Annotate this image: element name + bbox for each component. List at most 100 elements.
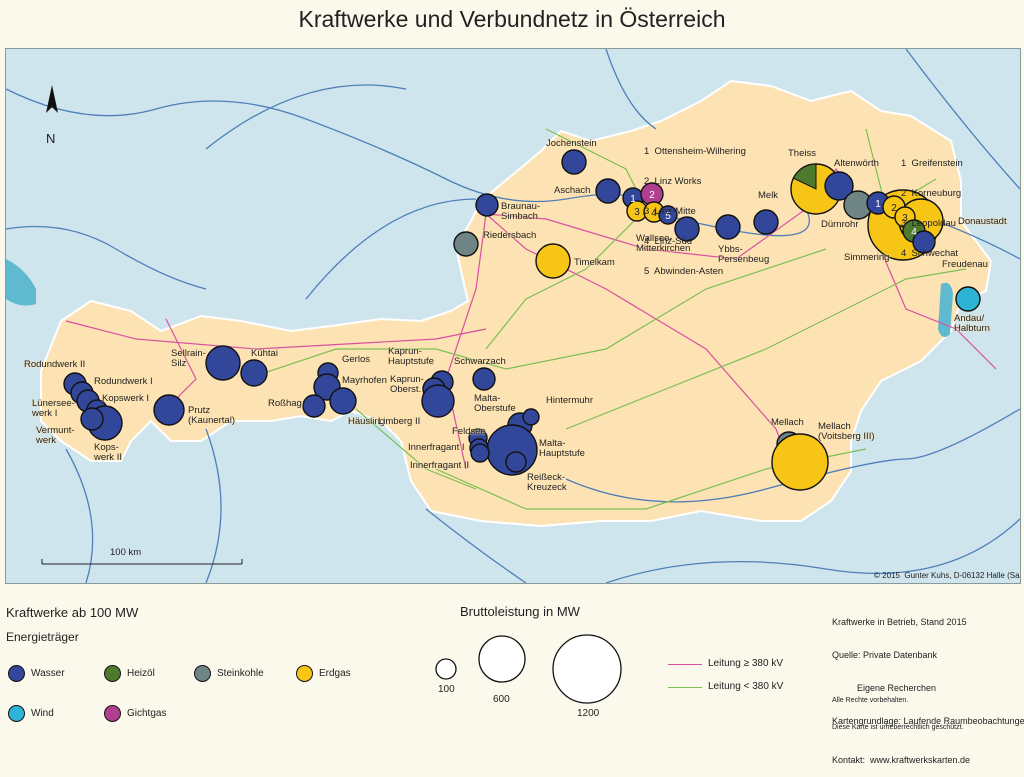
plant-marker[interactable]	[472, 367, 496, 391]
plant-marker[interactable]	[475, 193, 499, 217]
plant-marker[interactable]	[240, 359, 268, 387]
plant-marker[interactable]	[955, 286, 981, 312]
legend-swatch-3	[296, 665, 313, 682]
plant-label: Ybbs- Persenbeug	[718, 244, 770, 265]
plant-label: Schwarzach	[454, 356, 506, 367]
size-label-1200: 1200	[577, 708, 600, 719]
plant-marker[interactable]	[421, 384, 455, 418]
info-contact: Kontakt: www.kraftwerkskarten.de	[832, 755, 971, 765]
plant-marker[interactable]	[753, 209, 779, 235]
legend-swatch-1	[104, 665, 121, 682]
size-label-100: 100	[438, 684, 455, 695]
plant-marker[interactable]	[535, 243, 571, 279]
plant-marker[interactable]	[522, 408, 540, 426]
plant-marker[interactable]	[80, 407, 104, 431]
plant-label: Altenwörth	[834, 158, 879, 169]
list-item: 4 Linz-Süd	[644, 236, 693, 247]
plant-marker[interactable]	[453, 231, 479, 257]
plant-label: Riedersbach	[483, 230, 537, 241]
info-source: Quelle: Private Datenbank	[832, 650, 938, 660]
plant-label: Häusling	[348, 416, 385, 427]
plant-marker[interactable]	[505, 451, 527, 473]
info-basemap: Kartengrundlage: Laufende Raumbeobachtun…	[832, 716, 1024, 726]
list-item: 5 Abwinden-Asten	[644, 266, 724, 277]
line-380-swatch	[668, 664, 702, 666]
line-380-label: Leitung ≥ 380 kV	[708, 658, 783, 669]
list-item: 3 Leopoldau	[901, 218, 956, 229]
rivers	[6, 49, 1020, 583]
plant-label: Lünersee- werk I	[32, 398, 75, 419]
plant-label: Roßhag	[268, 398, 302, 409]
plant-marker[interactable]	[329, 387, 357, 415]
plant-marker[interactable]	[771, 433, 829, 491]
copyright: © 2015 Gunter Kuhs, D-06132 Halle (Saale…	[874, 571, 1021, 580]
plant-number: 2	[891, 203, 897, 214]
wien-plant-list: 1 Greifenstein 2 Korneuburg 3 Leopoldau …	[901, 139, 963, 269]
plant-marker[interactable]	[153, 394, 185, 426]
size-legend-title: Bruttoleistung in MW	[460, 604, 580, 619]
plant-label: Reißeck- Kreuzeck	[527, 472, 567, 493]
plant-number: 4	[911, 227, 917, 238]
legend-subheading: Energieträger	[6, 630, 79, 644]
plant-marker[interactable]	[674, 216, 700, 242]
plant-label: Kühtai	[251, 348, 278, 359]
plant-label: Mellach	[771, 417, 804, 428]
rights-notice: Alle Rechte vorbehalten. Diese Karte ist…	[832, 678, 964, 741]
scale-bar	[41, 559, 243, 565]
plant-label: Andau/ Halbturn	[954, 313, 990, 334]
legend-label: Wind	[31, 708, 54, 719]
plant-label: Dürnrohr	[821, 219, 859, 230]
plant-label: Sellrain- Silz	[171, 348, 206, 369]
info-status: Kraftwerke in Betrieb, Stand 2015	[832, 617, 967, 627]
plant-label: Gerlos	[342, 354, 370, 365]
plant-marker[interactable]	[302, 394, 326, 418]
plant-marker[interactable]	[561, 149, 587, 175]
legend-label: Erdgas	[319, 668, 351, 679]
plant-marker[interactable]	[912, 230, 936, 254]
rights-line: Diese Karte ist urheberrechtlich geschüt…	[832, 724, 964, 731]
plant-label: Prutz (Kaunertal)	[188, 405, 235, 426]
plant-number: 1	[630, 194, 636, 205]
plant-label: Malta- Hauptstufe	[539, 438, 585, 459]
plant-label: Mayrhofen	[342, 375, 387, 386]
map-title: Kraftwerke und Verbundnetz in Österreich	[298, 6, 726, 32]
plant-label: Rodundwerk I	[94, 376, 153, 387]
plant-label: Rodundwerk II	[24, 359, 86, 370]
heizoel-slice	[792, 163, 817, 190]
plant-marker[interactable]	[205, 345, 241, 381]
plant-marker[interactable]	[595, 178, 621, 204]
info-source-2: Eigene Recherchen	[832, 683, 937, 693]
plant-label: Simmering	[844, 252, 890, 263]
linz-plant-list: 1 Ottensheim-Wilhering 2 Linz Works 3 Li…	[644, 127, 746, 287]
legend-label: Gichtgas	[127, 708, 167, 719]
plant-marker[interactable]	[824, 171, 854, 201]
legend-label: Steinkohle	[217, 668, 264, 679]
line-lt380-label: Leitung < 380 kV	[708, 681, 784, 692]
legend-label: Wasser	[31, 668, 65, 679]
plant-label: Vermunt- werk	[36, 425, 75, 446]
plant-label: Mellach (Voitsberg III)	[818, 421, 875, 442]
plant-label: Melk	[758, 190, 779, 201]
legend-swatch-0	[8, 665, 25, 682]
plant-label: Braunau- Simbach	[501, 201, 541, 222]
plant-label: Kaprun- Hauptstufe	[388, 346, 434, 367]
plant-label: Freudenau	[942, 259, 988, 270]
map-info: Kraftwerke in Betrieb, Stand 2015 Quelle…	[832, 595, 1024, 777]
plant-label: Kaprun- Oberst.	[390, 374, 424, 395]
plant-label: Wallsee- Mitterkirchen	[636, 233, 691, 254]
plant-number: 4	[651, 208, 657, 219]
legend-label: Heizöl	[127, 668, 155, 679]
plant-label: Donaustadt	[958, 216, 1007, 227]
legend-swatch-2	[194, 665, 211, 682]
plant-marker[interactable]	[715, 214, 741, 240]
plant-marker[interactable]	[658, 205, 678, 225]
plant-label: Jochenstein	[546, 138, 597, 149]
plant-number: 5	[665, 211, 671, 222]
plant-label: Malta- Oberstufe	[474, 393, 516, 414]
plant-marker[interactable]	[470, 443, 490, 463]
list-item: 3 Linz-Mitte	[644, 206, 696, 217]
plant-label: Innerfragant II	[410, 460, 470, 471]
plant-number: 1	[875, 199, 881, 210]
